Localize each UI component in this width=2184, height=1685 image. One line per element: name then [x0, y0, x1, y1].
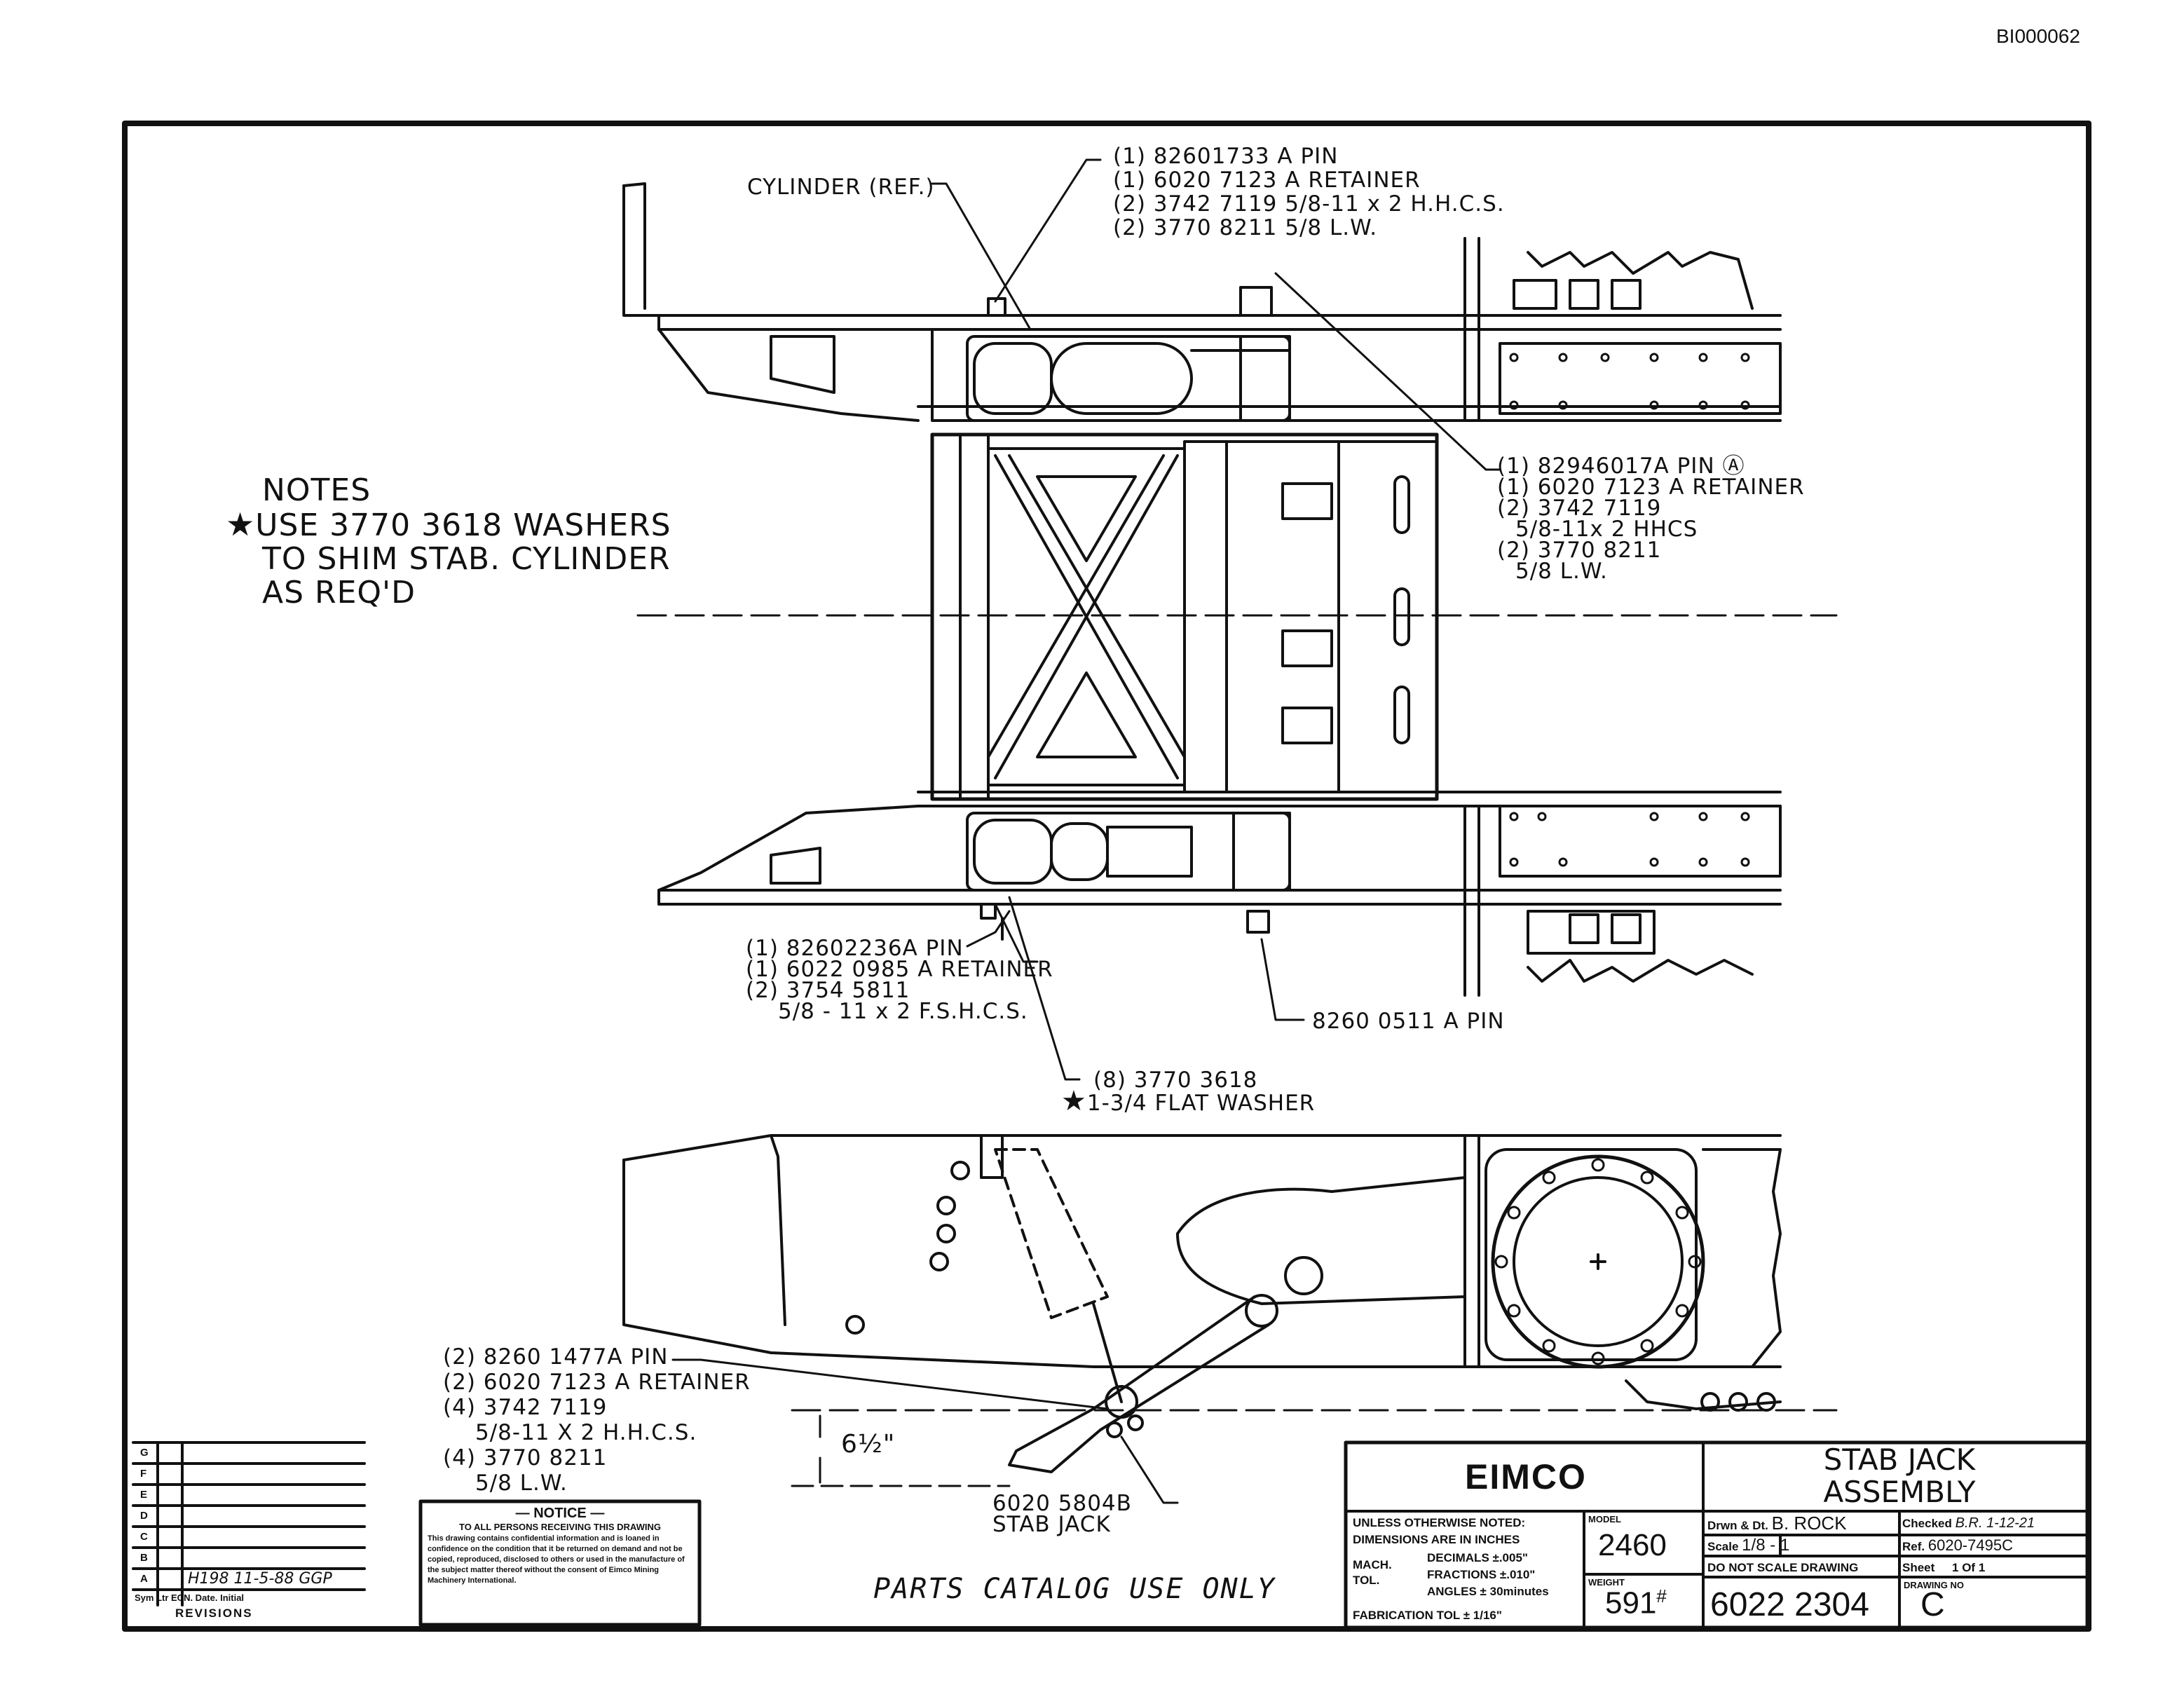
tol-fractions: FRACTIONS ±.010" [1427, 1568, 1536, 1581]
notes-block: NOTES ★USE 3770 3618 WASHERS TO SHIM STA… [226, 472, 671, 610]
scale: Scale 1/8 - 1 [1707, 1536, 1790, 1555]
rev-letter-c: C [140, 1531, 148, 1543]
mach-tol: MACH. TOL. [1353, 1558, 1392, 1587]
no-scale-warning: DO NOT SCALE DRAWING [1707, 1561, 1859, 1574]
unless-noted: UNLESS OTHERWISE NOTED: [1353, 1516, 1526, 1529]
document-id: BI000062 [1996, 25, 2080, 47]
notice-box: — NOTICE — TO ALL PERSONS RECEIVING THIS… [423, 1506, 697, 1588]
sheet-border [122, 121, 2091, 1632]
rev-letter-e: E [140, 1489, 148, 1501]
drawing-title: STAB JACK ASSEMBLY [1823, 1442, 1976, 1509]
parts-catalog-label: PARTS CATALOG USE ONLY [873, 1573, 1276, 1605]
revision-letter: C [1920, 1586, 1945, 1623]
drawn-by: Drwn & Dt. B. ROCK [1707, 1513, 1847, 1534]
callout-washer-group: (8) 3770 3618 ★1-3/4 FLAT WASHER [1061, 1067, 1316, 1117]
callout-cylinder-ref: CYLINDER (REF.) [747, 175, 935, 200]
revision-entry-a: H198 11-5-88 GGP [188, 1570, 332, 1588]
checked-by: Checked B.R. 1-12-21 [1902, 1515, 2035, 1531]
rev-letter-a: A [140, 1573, 148, 1585]
callout-stab-jack-part: 6020 5804B STAB JACK [992, 1491, 1132, 1537]
revision-columns: Sym Ltr ECN. Date. Initial [135, 1592, 245, 1603]
weight-value: 591# [1605, 1585, 1667, 1621]
star-icon-washer: ★ [1061, 1085, 1087, 1117]
callout-lower-pin-group: (1) 82602236A PIN (1) 6022 0985 A RETAIN… [746, 936, 1053, 1024]
rivets-bottom [1509, 812, 1750, 867]
rev-letter-d: D [140, 1510, 148, 1522]
model-label: MODEL [1588, 1514, 1621, 1524]
drawing-no-label: DRAWING NO [1904, 1580, 1964, 1590]
top-view [622, 182, 1838, 997]
leader-lines-side [671, 1358, 1179, 1504]
leader-lines [931, 158, 1501, 1081]
side-view [622, 1134, 1838, 1487]
revisions-label: REVISIONS [175, 1606, 253, 1620]
tol-decimals: DECIMALS ±.005" [1427, 1551, 1528, 1564]
company-name: EIMCO [1465, 1457, 1587, 1496]
notice-heading: TO ALL PERSONS RECEIVING THIS DRAWING [459, 1522, 661, 1532]
notice-body: This drawing contains confidential infor… [428, 1534, 685, 1585]
notice-title: — NOTICE — [515, 1506, 605, 1521]
sheet: Sheet 1 Of 1 [1902, 1561, 1986, 1574]
fab-tol: FABRICATION TOL ± 1/16" [1353, 1609, 1502, 1622]
circled-a-symbol: Ⓐ [1722, 453, 1745, 479]
drawing-number: 6022 2304 [1710, 1586, 1869, 1623]
flange-bolts [1494, 1158, 1702, 1365]
ref-number: Ref. 6020-7495C [1902, 1536, 2013, 1554]
callout-right-pin-group: (1) 82946017A PIN Ⓐ (1) 6020 7123 A RETA… [1497, 453, 1805, 584]
weight-label: WEIGHT [1588, 1577, 1625, 1588]
callout-jack-pin-group: (2) 8260 1477A PIN (2) 6020 7123 A RETAI… [443, 1344, 751, 1496]
rev-letter-b: B [140, 1552, 148, 1564]
notes-title: NOTES [262, 472, 371, 508]
callout-top-pin-group: (1) 82601733 A PIN (1) 6020 7123 A RETAI… [1113, 144, 1505, 240]
rev-letter-f: F [140, 1468, 147, 1480]
model-number: 2460 [1598, 1528, 1667, 1562]
rivets-top [1509, 353, 1750, 410]
rev-letter-g: G [140, 1447, 149, 1459]
callout-8260-pin: 8260 0511 A PIN [1312, 1009, 1505, 1034]
dims-inches: DIMENSIONS ARE IN INCHES [1353, 1533, 1520, 1546]
tol-angles: ANGLES ± 30minutes [1427, 1585, 1549, 1598]
title-block-lines [132, 1440, 2089, 1630]
star-icon: ★ [226, 505, 256, 543]
dimension-label: 6½" [841, 1430, 896, 1459]
